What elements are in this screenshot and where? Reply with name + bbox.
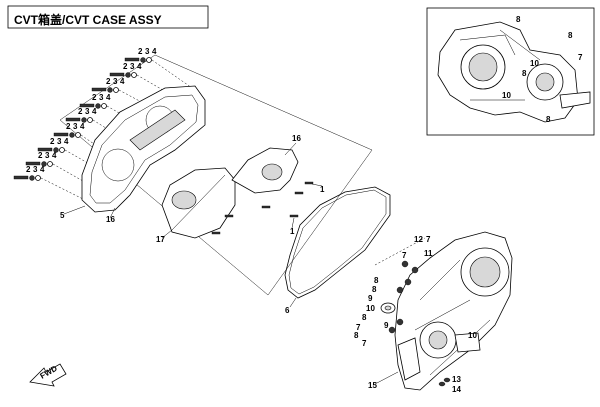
callout-right-8-d: 8 [354,331,359,340]
callout-bolt-row-6-a: 2 [66,122,71,131]
callout-bolt-row-1-c: 4 [152,47,157,56]
callout-gasket: 6 [285,306,290,315]
callout-bolt-row-7-b: 3 [57,137,62,146]
callout-bolt-row-2-b: 3 [130,62,135,71]
callout-bolt-row-2-a: 2 [123,62,128,71]
callout-inset-10-low: 10 [502,91,511,100]
callout-right-15: 15 [368,381,377,390]
case-gasket-inner [288,189,387,295]
callout-bolt-row-3-a: 2 [106,77,111,86]
callout-right-11: 11 [424,249,433,258]
screw-set [211,181,314,235]
callout-inset-10-mid: 10 [530,59,539,68]
callout-bolt-row-7-c: 4 [64,137,69,146]
callout-right-9-b: 9 [384,321,389,330]
case-leader [374,237,426,266]
callout-bolt-row-7-a: 2 [50,137,55,146]
callout-inner-cover: 17 [156,235,165,244]
callout-part-16-left: 16 [106,215,115,224]
callout-inset-7: 7 [578,53,583,62]
callout-inset-8-mid: 8 [522,69,527,78]
callout-screw-1-lower: 1 [290,227,295,236]
callout-right-8-b: 8 [372,285,377,294]
callout-inset-8-right: 8 [568,31,573,40]
callout-inset-8-bottom: 8 [546,115,551,124]
callout-bolt-row-8-c: 4 [52,151,57,160]
callout-right-9-a: 9 [368,294,373,303]
outer-cvt-cover [81,85,206,213]
callout-bolt-row-9-b: 3 [33,165,38,174]
page-title: CVT箱盖/CVT CASE ASSY [14,13,162,27]
callout-right-7-c: 7 [356,323,361,332]
callout-outer-cover: 5 [60,211,65,220]
case-gasket [284,186,391,299]
seals-and-bearings [380,260,451,387]
callout-bolt-row-9-a: 2 [26,165,31,174]
callout-right-8-c: 8 [362,313,367,322]
callout-bolt-row-6-b: 3 [73,122,78,131]
callout-right-8-a: 8 [374,276,379,285]
callout-right-14: 14 [452,385,461,394]
callout-bolt-row-8-b: 3 [45,151,50,160]
inset-frame [426,7,595,136]
callout-bolt-row-2-c: 4 [137,62,142,71]
callout-bolt-row-4-a: 2 [92,93,97,102]
callout-bolt-row-5-c: 4 [92,107,97,116]
cvt-case-body [394,231,513,391]
fwd-arrow-icon [29,363,67,387]
callout-right-7-top: 7 [426,235,431,244]
callout-right-13: 13 [452,375,461,384]
callout-inset-8-top: 8 [516,15,521,24]
callout-bolt-row-1-b: 3 [145,47,150,56]
callout-part-16-right: 16 [292,134,301,143]
callout-bolt-row-6-c: 4 [80,122,85,131]
callout-screw-1-upper: 1 [320,185,325,194]
callout-bolt-row-3-b: 3 [113,77,118,86]
callout-bolt-row-1-a: 2 [138,47,143,56]
callout-bolt-row-3-c: 4 [120,77,125,86]
callout-bolt-row-9-c: 4 [40,165,45,174]
guide-plate [231,147,299,194]
callout-bolt-row-4-b: 3 [99,93,104,102]
title-box [7,5,209,29]
callout-bolt-row-4-c: 4 [106,93,111,102]
callout-right-10: 10 [366,304,375,313]
callout-right-7-b: 7 [402,251,407,260]
callout-bolt-row-8-a: 2 [38,151,43,160]
callout-leaders [63,142,399,385]
callout-right-10-b: 10 [468,331,477,340]
callout-right-7-d: 7 [362,339,367,348]
inset-assembled-case [437,21,591,123]
bolt-column [13,57,152,181]
callout-bolt-row-5-b: 3 [85,107,90,116]
inner-cover [161,167,236,239]
callout-right-12: 12 [414,235,423,244]
callout-bolt-row-5-a: 2 [78,107,83,116]
